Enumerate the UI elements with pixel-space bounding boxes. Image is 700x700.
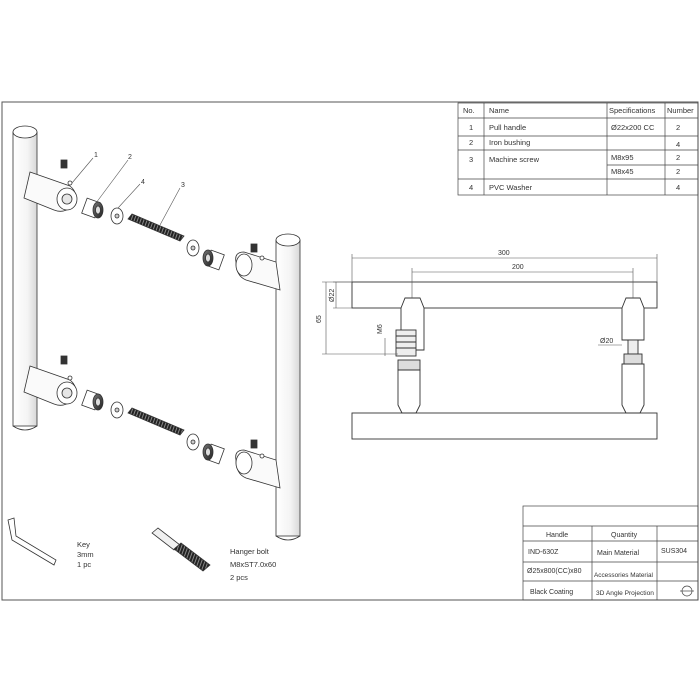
table-row-2-number: 4: [676, 140, 680, 149]
title-block: [522, 505, 699, 601]
exploded-view: [7, 125, 301, 572]
title-accessories-label: Accessories Material: [594, 572, 653, 579]
table-row-4-name: PVC Washer: [489, 183, 533, 192]
table-row-2-no: 2: [469, 138, 473, 147]
callout-1: 1: [94, 152, 98, 159]
key-note-size: 3mm: [77, 550, 94, 559]
table-row-4-number: 4: [676, 183, 680, 192]
machine-screw-upper: [127, 213, 185, 242]
bushing-upper-left: [81, 197, 104, 219]
dimension-lines: [322, 254, 658, 356]
title-handle-label: Handle: [546, 532, 568, 539]
top-bar: [351, 281, 658, 309]
hanger-note-spec: M8xST7.0x60: [230, 560, 276, 569]
table-header-no: No.: [463, 106, 475, 115]
table-row-3-no: 3: [469, 155, 473, 164]
dim-post-diameter: Ø20: [600, 338, 613, 345]
title-projection: 3D Angle Projection: [596, 590, 654, 597]
drawing-frame: [1, 101, 699, 601]
hanger-bolt: [151, 527, 211, 572]
machine-screw-lower: [127, 407, 185, 436]
title-size: Ø25x800(CC)x80: [527, 568, 582, 575]
table-row-3-number-a: 2: [676, 153, 680, 162]
hanger-note-title: Hanger bolt: [230, 547, 270, 556]
title-main-material-label: Main Material: [597, 550, 639, 557]
key-note-qty: 1 pc: [77, 560, 91, 569]
bottom-bar: [351, 412, 658, 440]
title-finish: Black Coating: [530, 589, 573, 596]
table-row-1-spec: Ø22x200 CC: [611, 123, 655, 132]
dim-center-distance: 200: [512, 264, 524, 271]
dim-bar-diameter: Ø22: [329, 289, 336, 302]
hanger-note-qty: 2 pcs: [230, 573, 248, 582]
table-row-4-no: 4: [469, 183, 473, 192]
table-row-3-name: Machine screw: [489, 155, 540, 164]
title-main-material: SUS304: [661, 548, 687, 555]
hex-key: [7, 517, 57, 566]
callout-2: 2: [128, 154, 132, 161]
table-header-name: Name: [489, 106, 509, 115]
table-header-number: Number: [667, 106, 694, 115]
table-row-3-number-b: 2: [676, 167, 680, 176]
bushing-upper-right: [202, 249, 225, 271]
callout-4: 4: [141, 179, 145, 186]
table-row-2-name: Iron bushing: [489, 138, 530, 147]
table-row-1-no: 1: [469, 123, 473, 132]
table-row-3-spec-a: M8x95: [611, 153, 634, 162]
bushing-lower-right: [202, 443, 225, 465]
table-row-3-spec-b: M8x45: [611, 167, 634, 176]
dim-overall-length: 300: [498, 250, 510, 257]
key-note-title: Key: [77, 540, 90, 549]
front-view: [351, 281, 658, 440]
title-model: IND-630Z: [528, 549, 559, 556]
table-row-1-number: 2: [676, 123, 680, 132]
dim-height: 65: [316, 315, 323, 323]
table-header-spec: Specifications: [609, 106, 656, 115]
bushing-lower-left: [81, 389, 104, 411]
parts-table: [457, 102, 699, 196]
callout-leaders: [71, 157, 181, 226]
table-row-1-name: Pull handle: [489, 123, 526, 132]
dim-thread: M6: [377, 324, 384, 334]
callout-3: 3: [181, 182, 185, 189]
title-quantity-label: Quantity: [611, 532, 638, 539]
